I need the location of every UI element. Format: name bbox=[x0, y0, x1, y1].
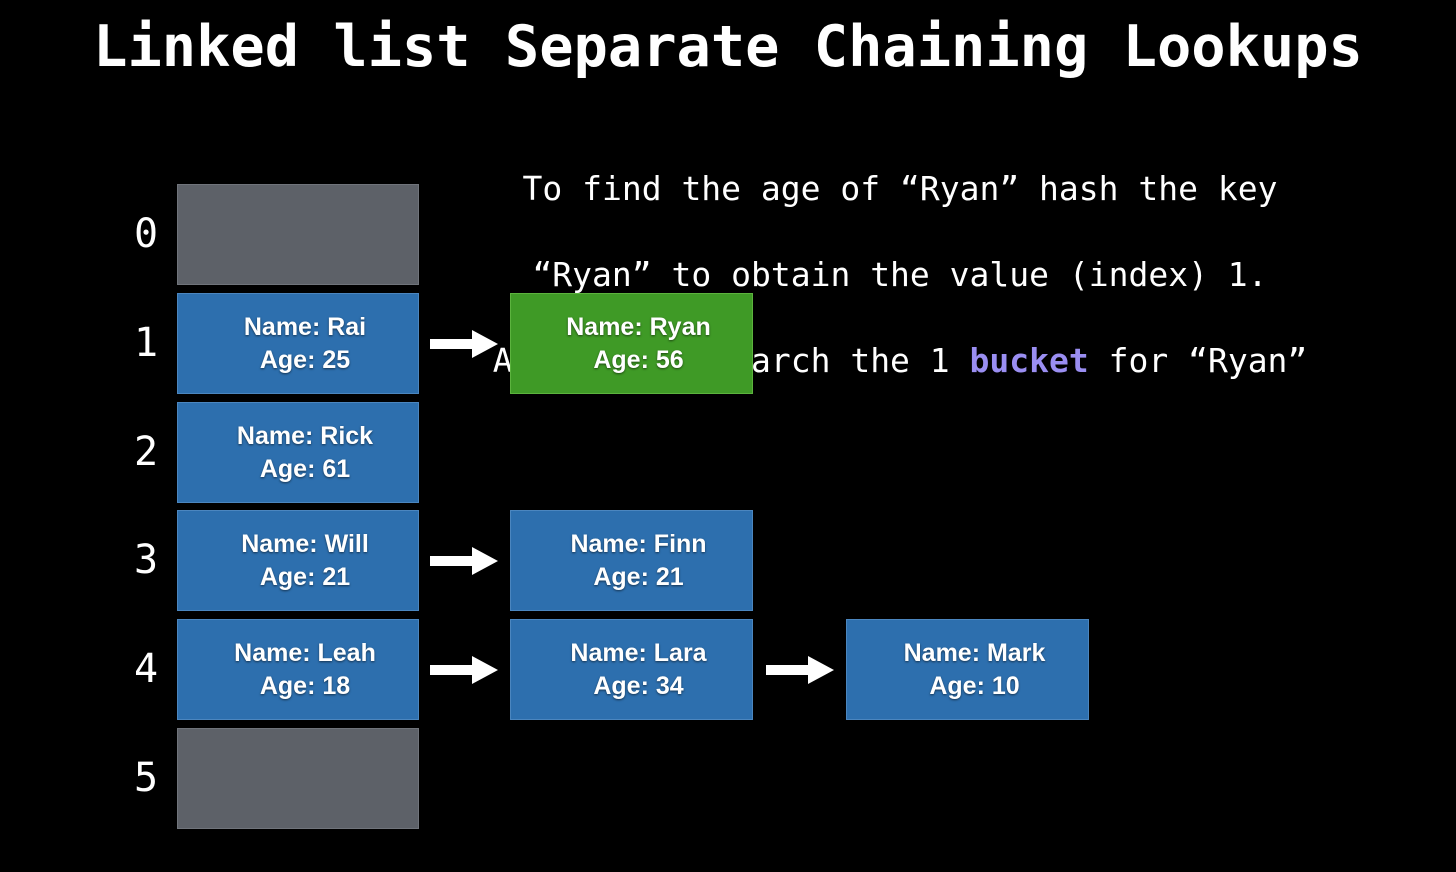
bucket-cell-5 bbox=[177, 728, 419, 829]
node-name: Name: Mark bbox=[903, 638, 1046, 667]
chain-arrow-4-1 bbox=[762, 619, 842, 720]
node-age: Age: 56 bbox=[593, 345, 684, 374]
bucket-keyword: bucket bbox=[969, 341, 1089, 380]
node-age: Age: 21 bbox=[593, 562, 684, 591]
chain-arrow-3-0 bbox=[426, 510, 506, 611]
description-line-2: “Ryan” to obtain the value (index) 1. bbox=[532, 255, 1268, 294]
node-age: Age: 34 bbox=[593, 671, 684, 700]
node-name: Name: Rick bbox=[236, 421, 374, 450]
description-text: To find the age of “Ryan” hash the key “… bbox=[400, 124, 1400, 382]
row-index-label: 4 bbox=[133, 646, 159, 692]
chain-arrow-1-0 bbox=[426, 293, 506, 394]
row-index-label: 3 bbox=[133, 537, 159, 583]
node-age: Age: 18 bbox=[259, 671, 351, 700]
row-index-label: 1 bbox=[133, 320, 159, 366]
table-row: 0 bbox=[0, 184, 1456, 285]
row-index-label: 0 bbox=[133, 211, 159, 257]
node-age: Age: 25 bbox=[259, 345, 351, 374]
row-index-label: 2 bbox=[133, 429, 159, 475]
chain-arrow-4-0 bbox=[426, 619, 506, 720]
bucket-cell-0 bbox=[177, 184, 419, 285]
node-name: Name: Leah bbox=[234, 638, 376, 667]
page-title: Linked list Separate Chaining Lookups bbox=[93, 14, 1363, 80]
node-name: Name: Lara bbox=[570, 638, 707, 667]
node-age: Age: 21 bbox=[259, 562, 351, 591]
node-name: Name: Finn bbox=[570, 529, 707, 558]
description-line-1: To find the age of “Ryan” hash the key bbox=[522, 169, 1278, 208]
row-index-label: 5 bbox=[133, 755, 159, 801]
node-name: Name: Ryan bbox=[566, 312, 711, 341]
node-age: Age: 61 bbox=[259, 454, 351, 483]
description-line-3-after: for “Ryan” bbox=[1088, 341, 1308, 380]
node-name: Name: Will bbox=[241, 529, 369, 558]
node-age: Age: 10 bbox=[929, 671, 1020, 700]
table-row: 5 bbox=[0, 728, 1456, 829]
node-name: Name: Rai bbox=[243, 312, 367, 341]
